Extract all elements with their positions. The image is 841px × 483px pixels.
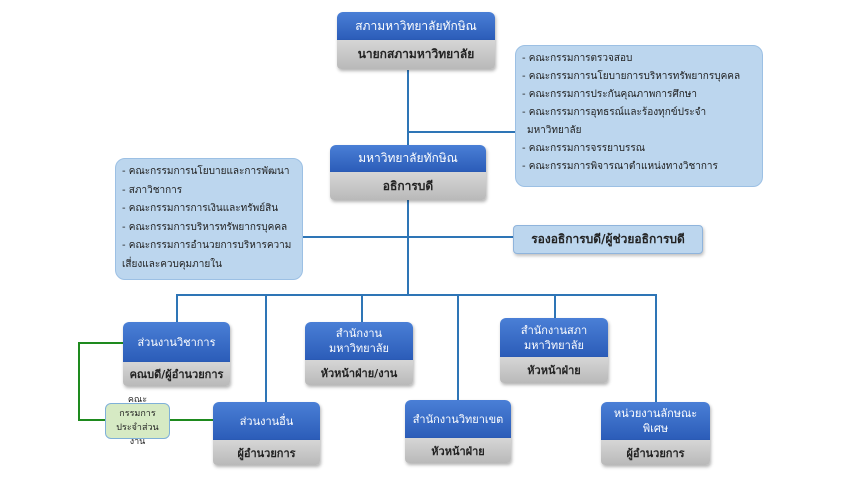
university-committees-panel: - คณะกรรมการนโยบายและการพัฒนา - สภาวิชาก… <box>115 158 303 280</box>
committee-item: - คณะกรรมการอำนวยการบริหารความ <box>122 240 292 251</box>
council-committees-panel: - คณะกรรมการตรวจสอบ - คณะกรรมการนโยบายกา… <box>515 45 763 187</box>
unit-special-title: หน่วยงานลักษณะพิเศษ <box>601 402 710 440</box>
unit-special-head: ผู้อำนวยการ <box>601 440 710 465</box>
connector <box>554 294 556 320</box>
connector <box>170 419 214 421</box>
connector <box>78 419 106 421</box>
connector <box>78 342 80 421</box>
committee-item: - คณะกรรมการนโยบายและการพัฒนา <box>122 166 290 177</box>
committee-item: - คณะกรรมการประกันคุณภาพการศึกษา <box>522 89 697 100</box>
connector <box>176 294 178 322</box>
connector <box>655 294 657 402</box>
connector <box>457 294 459 402</box>
committee-item: เสี่ยงและควบคุมภายใน <box>122 258 222 270</box>
unit-academic-head: คณบดี/ผู้อำนวยการ <box>123 362 230 386</box>
unit-council-office-head: หัวหน้าฝ่าย <box>500 357 608 383</box>
university-head: อธิการบดี <box>330 172 486 200</box>
unit-committee-box: คณะกรรมการประจำส่วนงาน <box>105 395 170 447</box>
unit-other-head: ผู้อำนวยการ <box>213 440 320 465</box>
unit-university-office-head: หัวหน้าฝ่าย/งาน <box>305 360 413 385</box>
unit-academic-title: ส่วนงานวิชาการ <box>123 322 230 362</box>
university-title: มหาวิทยาลัยทักษิณ <box>330 145 486 172</box>
unit-campus-office-head: หัวหน้าฝ่าย <box>405 438 511 463</box>
connector <box>408 131 516 133</box>
committee-item: - สภาวิชาการ <box>122 184 183 196</box>
unit-campus-office-title: สำนักงานวิทยาเขต <box>405 400 511 438</box>
committee-item: - คณะกรรมการการเงินและทรัพย์สิน <box>122 203 279 214</box>
council-title: สภามหาวิทยาลัยทักษิณ <box>337 12 495 40</box>
committee-item: - คณะกรรมการนโยบายการบริหารทรัพยากรบุคคล <box>522 71 741 82</box>
connector <box>176 294 657 296</box>
committee-item: - คณะกรรมการพิจารณาตำแหน่งทางวิชาการ <box>522 161 718 172</box>
connector <box>78 342 123 344</box>
committee-item: มหาวิทยาลัย <box>527 125 582 136</box>
committee-item: - คณะกรรมการบริหารทรัพยากรบุคคล <box>122 221 288 233</box>
connector <box>361 294 363 322</box>
vice-president-box: รองอธิการบดี/ผู้ช่วยอธิการบดี <box>513 225 703 254</box>
connector <box>265 294 267 402</box>
unit-university-office-title: สำนักงานมหาวิทยาลัย <box>305 322 413 360</box>
unit-other-title: ส่วนงานอื่น <box>213 402 320 440</box>
committee-item: - คณะกรรมการตรวจสอบ <box>522 53 633 64</box>
unit-council-office-title: สำนักงานสภามหาวิทยาลัย <box>500 318 608 357</box>
connector <box>303 236 514 238</box>
committee-item: - คณะกรรมการอุทธรณ์และร้องทุกข์ประจำ <box>522 107 707 118</box>
committee-item: - คณะกรรมการจรรยาบรรณ <box>522 143 645 154</box>
council-head: นายกสภามหาวิทยาลัย <box>337 40 495 69</box>
